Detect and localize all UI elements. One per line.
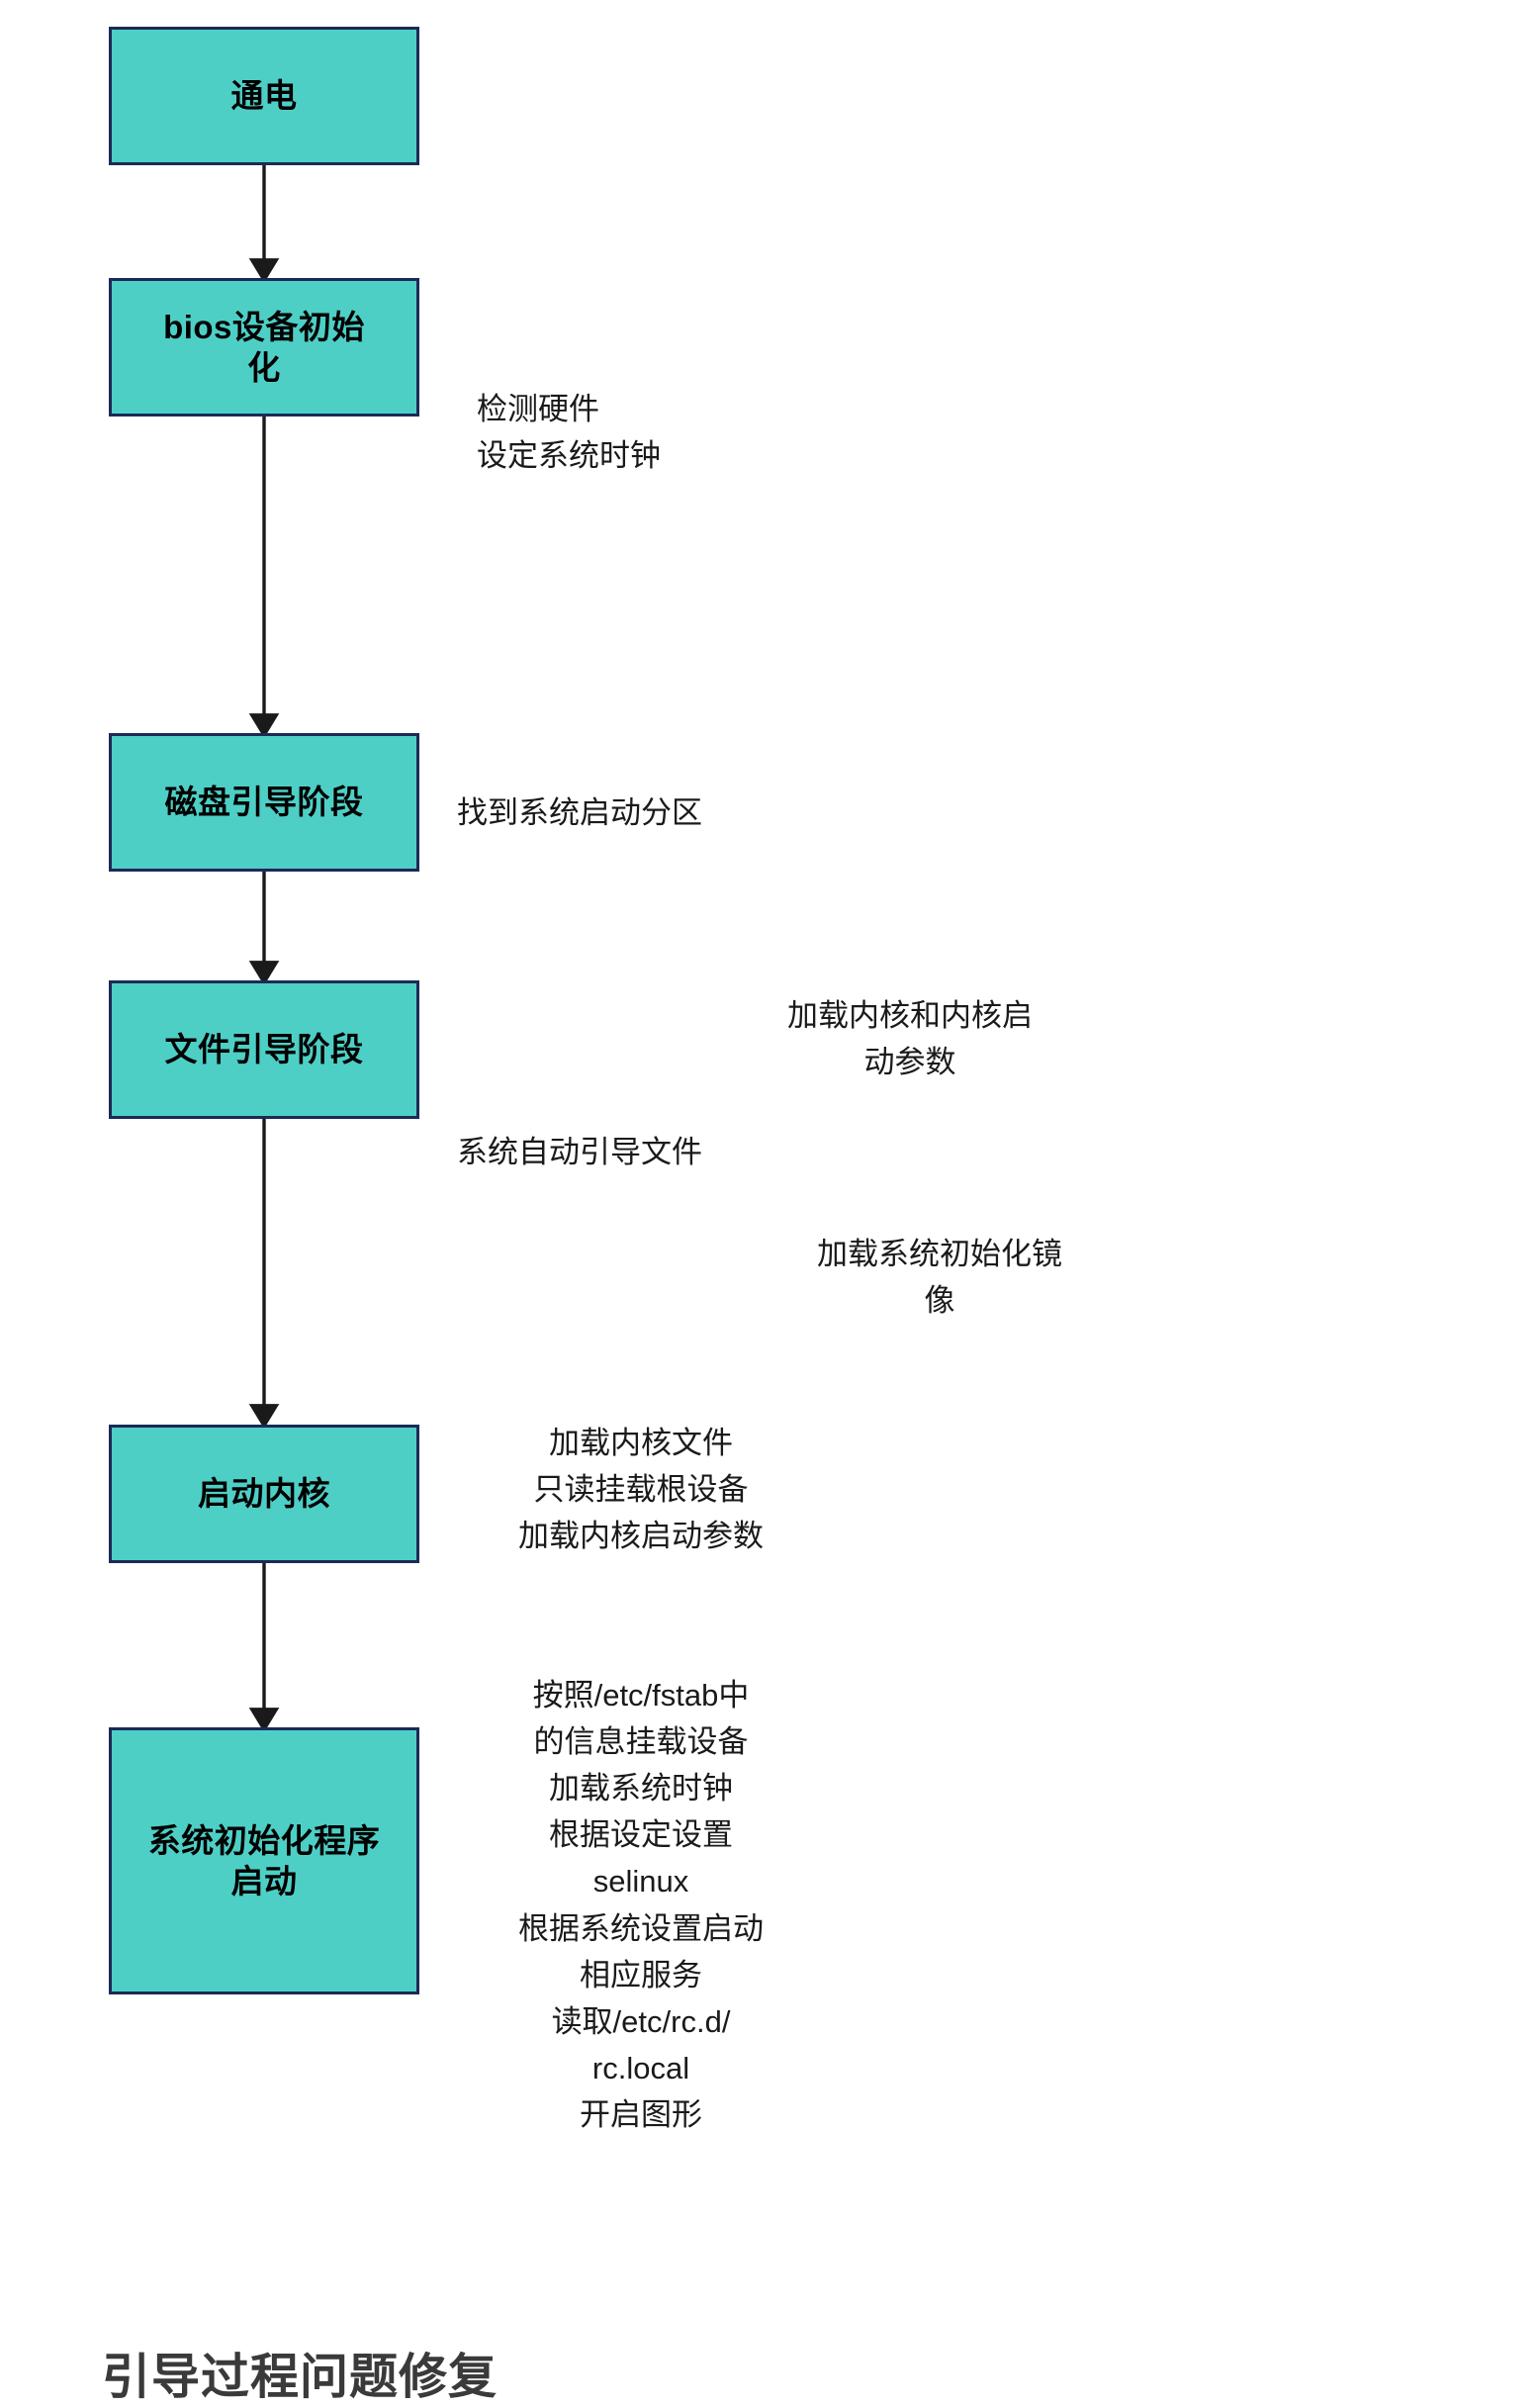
annotation-sysinit-notes: 按照/etc/fstab中 的信息挂载设备 加载系统时钟 根据设定设置 seli… <box>518 1678 764 2132</box>
node-sysinit-program-label: 系统初始化程序 启动 <box>147 1821 381 1899</box>
annotation-kernel-params: 加载内核和内核启 动参数 <box>787 998 1033 1080</box>
node-bios-init[interactable]: bios设备初始 化 <box>109 278 419 417</box>
node-start-kernel[interactable]: 启动内核 <box>109 1425 419 1563</box>
node-bios-init-label: bios设备初始 化 <box>163 308 365 386</box>
node-power-on[interactable]: 通电 <box>109 27 419 165</box>
node-disk-boot[interactable]: 磁盘引导阶段 <box>109 733 419 872</box>
annotation-kernel-notes: 加载内核文件 只读挂载根设备 加载内核启动参数 <box>518 1426 764 1554</box>
node-file-boot[interactable]: 文件引导阶段 <box>109 980 419 1119</box>
node-file-boot-label: 文件引导阶段 <box>164 1031 364 1068</box>
section-heading-boot-repair: 引导过程问题修复 <box>102 2351 498 2404</box>
node-sysinit-program[interactable]: 系统初始化程序 启动 <box>109 1727 419 1994</box>
annotation-bios-notes: 检测硬件 设定系统时钟 <box>477 392 661 474</box>
annotation-initrd-notes: 加载系统初始化镜 像 <box>817 1237 1062 1319</box>
annotation-disk-notes: 找到系统启动分区 <box>457 795 702 830</box>
node-start-kernel-label: 启动内核 <box>198 1475 330 1513</box>
annotation-file-notes: 系统自动引导文件 <box>457 1135 702 1169</box>
node-power-on-label: 通电 <box>230 77 298 115</box>
node-disk-boot-label: 磁盘引导阶段 <box>164 784 364 821</box>
